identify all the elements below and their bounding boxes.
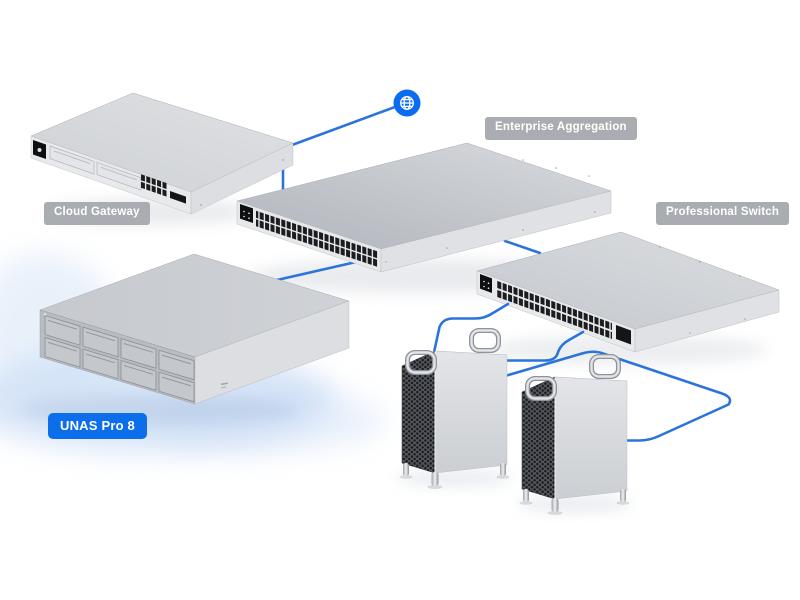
professional-switch-device <box>476 231 780 353</box>
cloud-gateway-device <box>30 92 294 215</box>
connection-aggregation-switch <box>503 239 542 255</box>
workstation-tower-2 <box>517 357 633 516</box>
connection-switch-workstation-1 <box>433 302 510 352</box>
unas-pro-8-device <box>39 253 350 405</box>
connection-workstation-1-workstation-2 <box>503 350 732 442</box>
workstation-tower-1 <box>397 331 513 490</box>
connection-aggregation-unas <box>275 260 358 282</box>
cloud-gateway-label: Cloud Gateway <box>44 202 150 225</box>
connection-switch-workstation-1b <box>502 330 585 362</box>
unas-pro-8-label: UNAS Pro 8 <box>48 413 147 439</box>
enterprise-aggregation-label: Enterprise Aggregation <box>485 117 637 140</box>
enterprise-aggregation-device <box>236 142 612 273</box>
professional-switch-label: Professional Switch <box>656 202 790 225</box>
globe-icon <box>393 89 421 117</box>
connection-internet-cloud-gateway <box>290 105 397 147</box>
